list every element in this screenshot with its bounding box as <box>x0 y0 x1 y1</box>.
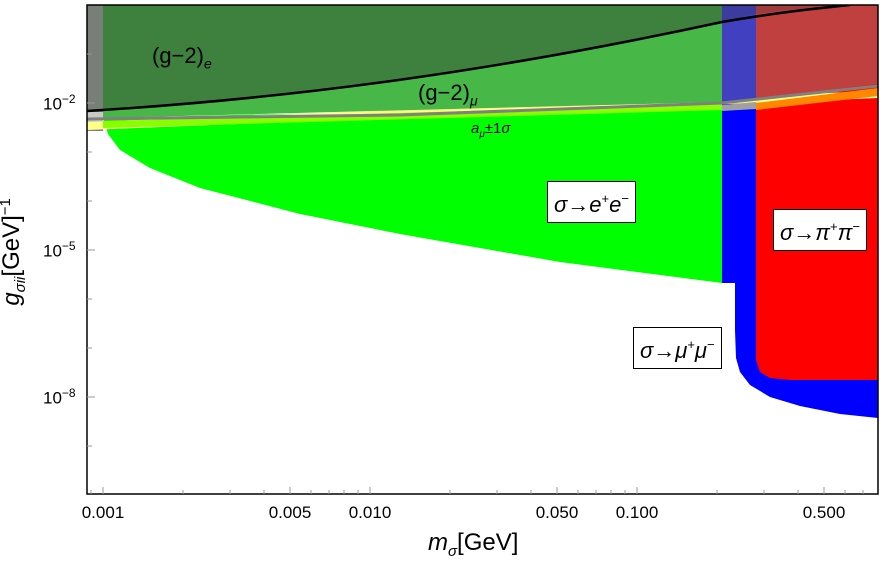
x-tick-label: 0.050 <box>535 503 579 522</box>
y-axis-label: gσii[GeV]−1 <box>0 198 29 306</box>
g2e-region <box>87 5 722 111</box>
g2e-annotation: (g−2)e <box>152 43 212 72</box>
g2e-region-blue <box>722 5 756 22</box>
x-tick-label: 0.500 <box>802 503 846 522</box>
x-ticks <box>90 487 864 494</box>
g2mu-bound-curve <box>87 84 878 121</box>
amu-band-orange <box>756 88 878 110</box>
g2mu-region-red <box>756 5 878 99</box>
pipi-label-box: σ→π+π− <box>773 209 867 251</box>
amu-band-gray <box>722 102 756 111</box>
g2mu-annotation: (g−2)μ <box>418 80 478 109</box>
mumu-label-box: σ→μ+μ− <box>633 327 722 369</box>
y-tick-label: 10−8 <box>43 386 76 408</box>
x-axis-label: mσ[GeV] <box>428 529 519 560</box>
g2mu-region-blue <box>722 5 756 102</box>
x-tick-label: 0.001 <box>81 503 125 522</box>
g2e-region-red <box>756 5 850 14</box>
ee-label-box: σ→e+e− <box>547 181 636 223</box>
gray-left-overlay <box>87 5 103 111</box>
y-ticks <box>87 53 95 447</box>
y-tick-label: 10−2 <box>43 92 76 114</box>
x-tick-label: 0.100 <box>615 503 659 522</box>
x-tick-label: 0.010 <box>348 503 392 522</box>
g2e-bound-curve <box>87 5 851 113</box>
amu-annotation: aμ±1σ <box>471 120 511 140</box>
x-tick-label: 0.005 <box>268 503 312 522</box>
y-tick-label: 10−5 <box>43 239 76 261</box>
ee-region <box>103 104 722 283</box>
